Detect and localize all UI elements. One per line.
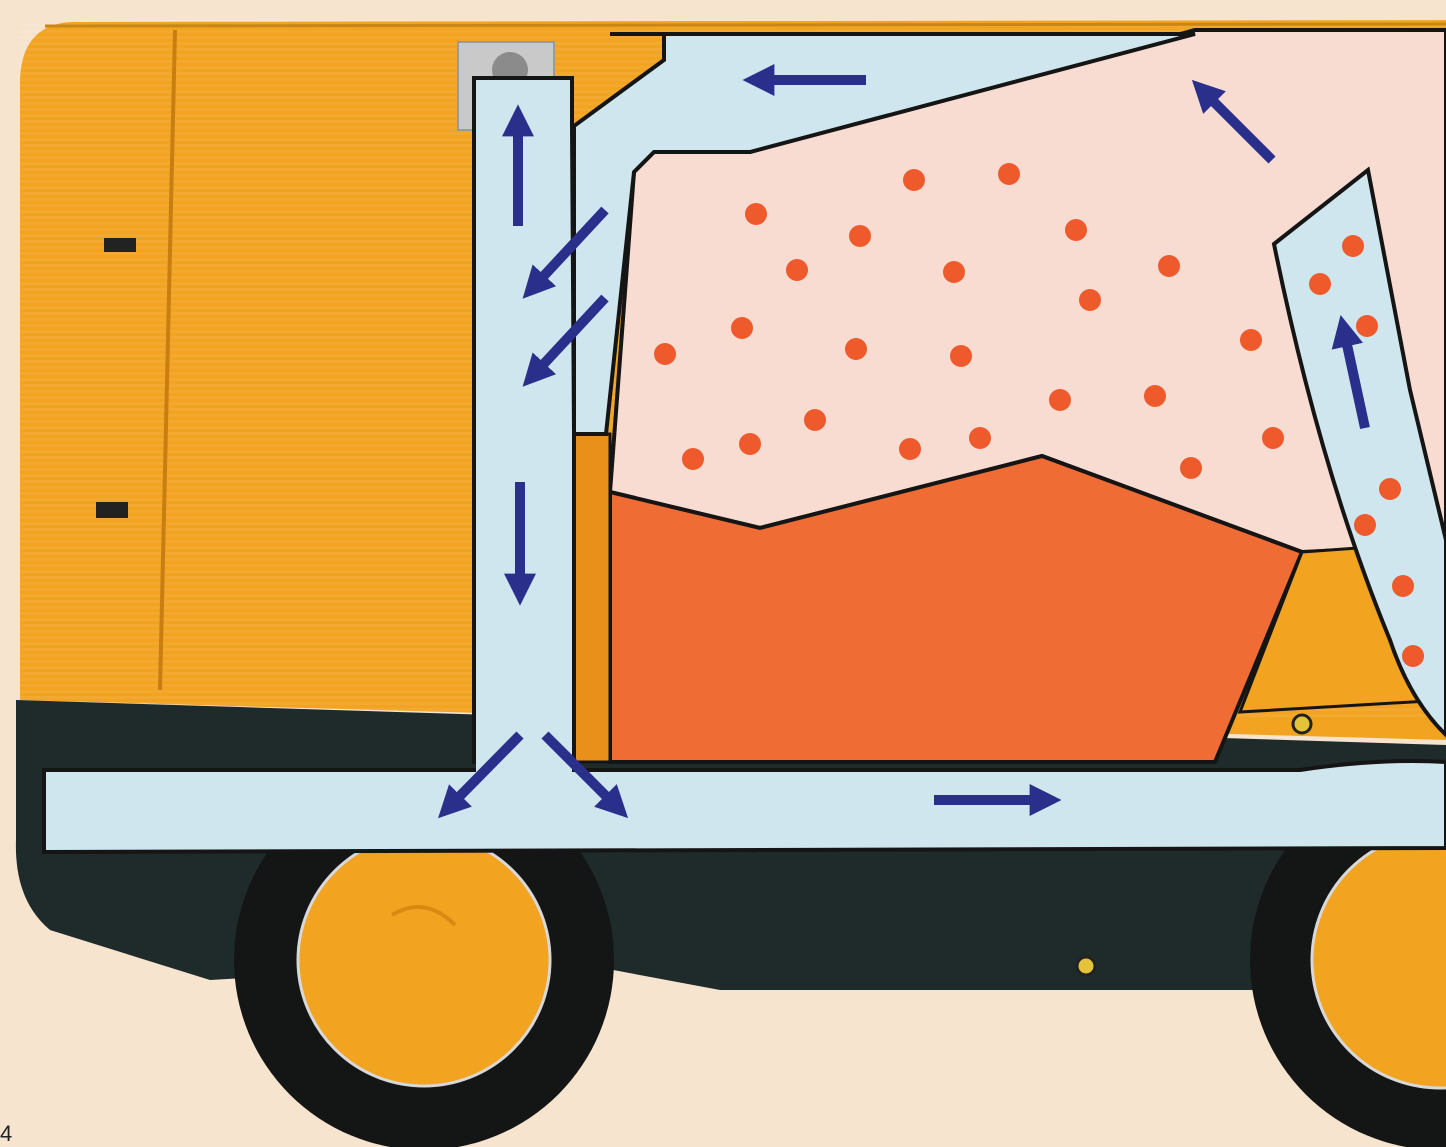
particle-dot-icon (654, 343, 676, 365)
particle-dot-icon (1158, 255, 1180, 277)
body-slot (96, 502, 128, 518)
particle-dot-icon (1240, 329, 1262, 351)
body-slot (104, 238, 136, 252)
particle-dot-icon (745, 203, 767, 225)
chassis-bolt (1077, 957, 1095, 975)
body-top-edge (45, 24, 1446, 26)
particle-dot-icon (1356, 315, 1378, 337)
particle-dot-icon (739, 433, 761, 455)
particle-dot-icon (950, 345, 972, 367)
particle-dot-icon (804, 409, 826, 431)
particle-dot-icon (998, 163, 1020, 185)
particle-dot-icon (1065, 219, 1087, 241)
particle-dot-icon (943, 261, 965, 283)
particle-dot-icon (1309, 273, 1331, 295)
grille-strip (574, 434, 610, 762)
particle-dot-icon (969, 427, 991, 449)
particle-dot-icon (1342, 235, 1364, 257)
particle-dot-icon (903, 169, 925, 191)
particle-dot-icon (682, 448, 704, 470)
particle-dot-icon (1262, 427, 1284, 449)
particle-dot-icon (786, 259, 808, 281)
particle-dot-icon (1354, 514, 1376, 536)
chassis-bolt (1293, 715, 1311, 733)
vertical-air-duct (474, 78, 574, 762)
particle-dot-icon (731, 317, 753, 339)
particle-dot-icon (845, 338, 867, 360)
lower-air-duct (44, 761, 1446, 852)
particle-dot-icon (1079, 289, 1101, 311)
page-number: 4 (0, 1122, 12, 1146)
particle-dot-icon (1402, 645, 1424, 667)
particle-dot-icon (849, 225, 871, 247)
particle-dot-icon (1049, 389, 1071, 411)
particle-dot-icon (1392, 575, 1414, 597)
particle-dot-icon (1379, 478, 1401, 500)
particle-dot-icon (1144, 385, 1166, 407)
particle-dot-icon (1180, 457, 1202, 479)
particle-dot-icon (899, 438, 921, 460)
